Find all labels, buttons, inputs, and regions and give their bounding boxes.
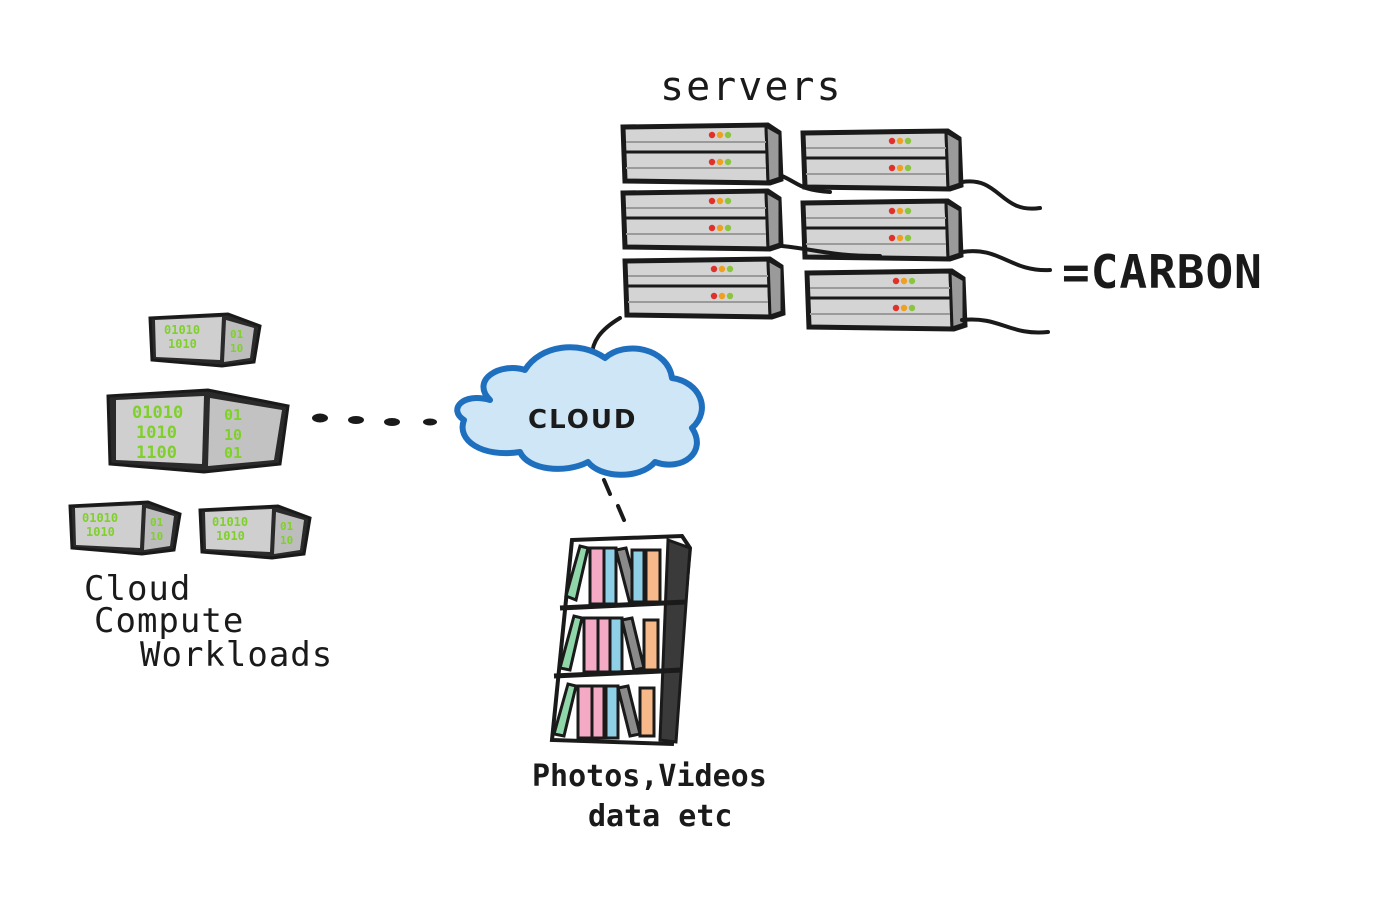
storage-label-line2: data etc (588, 799, 733, 834)
svg-text:10: 10 (224, 426, 242, 444)
svg-text:1100: 1100 (136, 443, 177, 463)
cloud-shape: CLOUD (454, 344, 705, 478)
svg-text:1010: 1010 (136, 423, 177, 443)
server-rack (620, 122, 968, 332)
compute-box: 01010 1010 01 10 (198, 504, 312, 560)
storage-label-line1: Photos,Videos (532, 759, 767, 794)
svg-text:01010: 01010 (82, 511, 118, 525)
server-unit (800, 128, 964, 192)
cloud-storage-connector (602, 478, 626, 522)
svg-text:01: 01 (224, 444, 242, 462)
compute-label-line2: Compute (94, 601, 244, 641)
svg-text:01: 01 (230, 328, 244, 341)
storage-label: Photos,Videos data etc (532, 759, 767, 834)
server-cables (590, 174, 1052, 358)
svg-text:1010: 1010 (86, 525, 115, 539)
svg-text:10: 10 (230, 342, 243, 355)
storage-bookshelf (549, 533, 693, 747)
svg-text:01010: 01010 (164, 323, 200, 337)
compute-box: 01010 1010 01 10 (68, 500, 182, 556)
svg-text:01: 01 (150, 516, 164, 529)
svg-text:1010: 1010 (168, 337, 197, 351)
compute-label: Cloud Compute Workloads (84, 569, 333, 675)
compute-box: 01010 1010 01 10 (148, 312, 262, 368)
svg-text:1010: 1010 (216, 529, 245, 543)
server-unit (620, 188, 784, 252)
compute-label-line1: Cloud (84, 569, 191, 609)
svg-text:10: 10 (280, 534, 293, 547)
svg-text:10: 10 (150, 530, 163, 543)
compute-box-main: 01010 1010 1100 01 10 01 (106, 388, 290, 474)
compute-cluster: 01010 1010 01 10 01010 1010 1100 01 10 0… (68, 312, 312, 560)
server-unit (804, 268, 968, 332)
servers-label: servers (660, 64, 843, 110)
compute-label-line3: Workloads (140, 635, 333, 675)
compute-cloud-connector (312, 413, 437, 426)
svg-text:01010: 01010 (212, 515, 248, 529)
svg-text:01: 01 (224, 406, 242, 424)
server-unit (620, 122, 784, 186)
cloud-label: CLOUD (528, 405, 638, 435)
server-unit (622, 256, 786, 320)
svg-text:01: 01 (280, 520, 294, 533)
svg-text:01010: 01010 (132, 403, 183, 423)
carbon-label: =CARBON (1062, 245, 1263, 299)
